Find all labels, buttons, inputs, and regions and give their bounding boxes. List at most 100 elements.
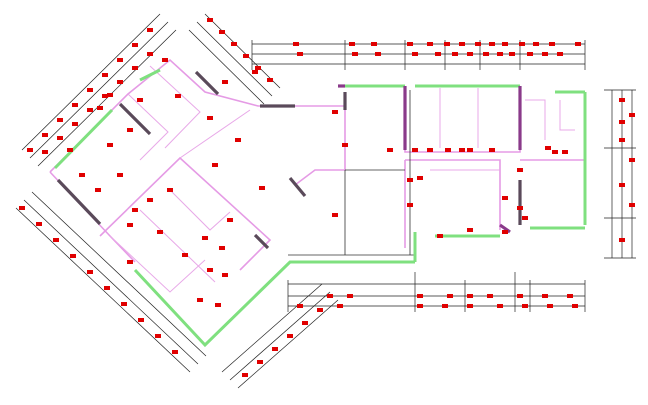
dimension-marker <box>72 122 78 126</box>
dimension-marker <box>332 213 338 217</box>
dimension-marker <box>467 52 473 56</box>
dimension-marker <box>157 230 163 234</box>
dimension-marker <box>407 203 413 207</box>
dimension-marker <box>97 106 103 110</box>
dimension-marker <box>489 42 495 46</box>
dimension-marker <box>138 318 144 322</box>
interior-walls <box>49 58 586 293</box>
dimension-marker <box>104 286 110 290</box>
dimension-marker <box>342 143 348 147</box>
dimension-marker <box>259 186 265 190</box>
dimension-marker <box>42 150 48 154</box>
dimension-marker <box>57 136 63 140</box>
dimension-marker <box>417 294 423 298</box>
dimension-marker <box>557 52 563 56</box>
dimension-marker <box>172 350 178 354</box>
dimension-marker <box>467 304 473 308</box>
dimension-marker <box>53 238 59 242</box>
dimension-markers <box>19 18 635 377</box>
dimension-marker <box>547 304 553 308</box>
dimension-marker <box>107 143 113 147</box>
dimension-marker <box>467 294 473 298</box>
dimension-marker <box>407 178 413 182</box>
dimension-marker <box>352 52 358 56</box>
dimension-marker <box>147 52 153 56</box>
dimension-marker <box>117 173 123 177</box>
dimension-marker <box>619 98 625 102</box>
dimension-marker <box>497 304 503 308</box>
dimension-marker <box>70 254 76 258</box>
dimension-marker <box>127 128 133 132</box>
dimension-marker <box>167 188 173 192</box>
dimension-lines-lower-left <box>15 191 339 389</box>
dimension-marker <box>327 294 333 298</box>
dimension-marker <box>442 304 448 308</box>
dimension-marker <box>417 176 423 180</box>
dimension-marker <box>127 223 133 227</box>
dimension-marker <box>95 188 101 192</box>
dimension-marker <box>287 334 293 338</box>
dimension-marker <box>231 42 237 46</box>
dimension-marker <box>427 42 433 46</box>
dimension-marker <box>243 54 249 58</box>
dimension-marker <box>137 98 143 102</box>
dimension-marker <box>619 138 625 142</box>
room-grid <box>288 90 415 256</box>
dimension-marker <box>227 218 233 222</box>
dimension-marker <box>619 183 625 187</box>
dimension-marker <box>533 42 539 46</box>
dimension-marker <box>257 360 263 364</box>
dimension-marker <box>527 52 533 56</box>
dimension-marker <box>132 43 138 47</box>
dimension-marker <box>252 70 258 74</box>
dimension-marker <box>542 52 548 56</box>
dimension-marker <box>487 294 493 298</box>
dimension-marker <box>522 304 528 308</box>
dimension-marker <box>87 88 93 92</box>
dimension-marker <box>619 120 625 124</box>
dimension-marker <box>497 52 503 56</box>
dimension-marker <box>207 268 213 272</box>
dimension-marker <box>502 42 508 46</box>
dimension-marker <box>147 28 153 32</box>
dimension-marker <box>572 304 578 308</box>
dimension-marker <box>182 253 188 257</box>
dimension-marker <box>545 146 551 150</box>
dimension-marker <box>437 234 443 238</box>
dimension-marker <box>347 294 353 298</box>
dimension-marker <box>412 52 418 56</box>
dimension-marker <box>219 246 225 250</box>
dimension-marker <box>387 148 393 152</box>
dimension-marker <box>509 52 515 56</box>
structural-walls <box>56 70 522 250</box>
dimension-marker <box>121 302 127 306</box>
dimension-marker <box>522 216 528 220</box>
dimension-marker <box>435 52 441 56</box>
dimension-marker <box>332 110 338 114</box>
dimension-marker <box>517 168 523 172</box>
dimension-marker <box>517 294 523 298</box>
dimension-marker <box>297 52 303 56</box>
dimension-marker <box>549 42 555 46</box>
dimension-marker <box>349 42 355 46</box>
dimension-marker <box>222 273 228 277</box>
dimension-lines-right <box>604 89 636 259</box>
dimension-marker <box>444 42 450 46</box>
dimension-marker <box>517 206 523 210</box>
dimension-marker <box>132 208 138 212</box>
dimension-marker <box>132 66 138 70</box>
dimension-marker <box>452 52 458 56</box>
dimension-marker <box>272 347 278 351</box>
dimension-marker <box>242 373 248 377</box>
dimension-marker <box>297 304 303 308</box>
dimension-marker <box>459 42 465 46</box>
dimension-marker <box>197 298 203 302</box>
dimension-marker <box>619 238 625 242</box>
dimension-marker <box>375 52 381 56</box>
dimension-marker <box>155 334 161 338</box>
dimension-marker <box>567 294 573 298</box>
dimension-lines-upper-left <box>21 13 281 167</box>
dimension-marker <box>202 236 208 240</box>
dimension-lines-bottom <box>287 272 586 312</box>
